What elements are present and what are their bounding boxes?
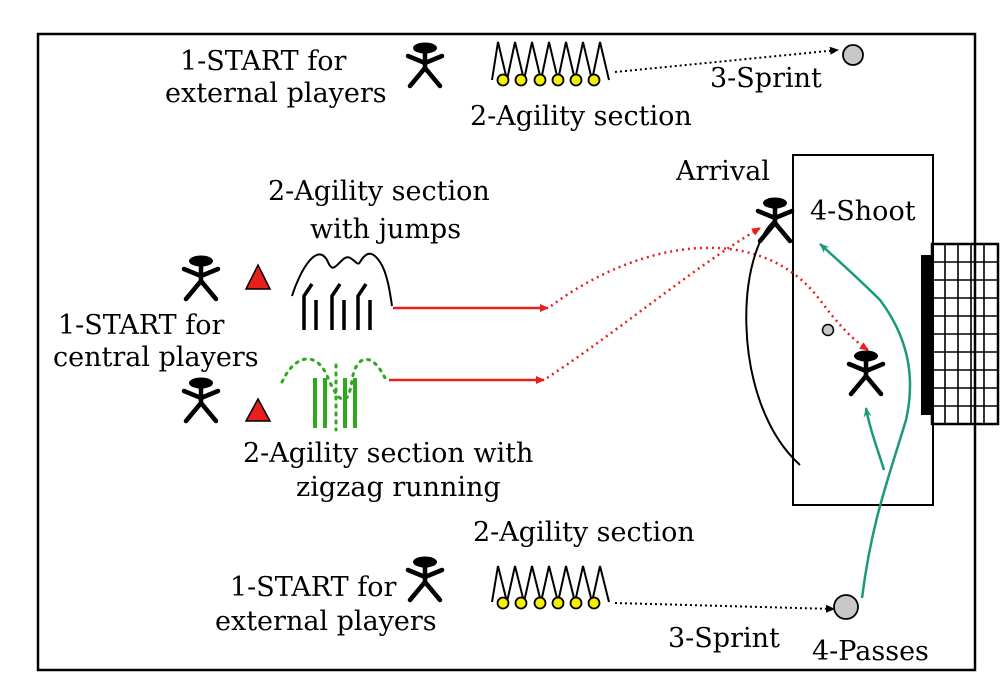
upper-run-to-shoot-path: [550, 246, 869, 352]
pass-line-to-shooter: [863, 407, 886, 471]
red-cone-upper-icon: [244, 263, 272, 290]
central-player-upper-icon: [184, 256, 218, 300]
central-player-lower-icon: [184, 378, 218, 422]
top-start-label-line2: external players: [165, 78, 387, 109]
bottom-sprint-label: 3-Sprint: [668, 623, 780, 654]
red-cone-lower-icon: [244, 397, 272, 422]
top-sprint-label: 3-Sprint: [710, 63, 822, 94]
arrival-label: Arrival: [675, 156, 770, 187]
central-start-label-line2: central players: [53, 342, 259, 373]
cone-dot: [551, 73, 565, 87]
top-agility-zigzag: [491, 41, 610, 87]
bottom-agility-zigzag: [491, 565, 610, 610]
bottom-player-icon: [408, 557, 442, 601]
cone-dot: [569, 73, 583, 87]
cone-dot: [533, 596, 547, 610]
pass-line-to-goal: [819, 243, 912, 599]
bottom-sprint-arrow: [614, 602, 835, 613]
shooter-player-icon: [849, 351, 883, 395]
penalty-spot-ball-icon: [821, 323, 835, 337]
passes-label: 4-Passes: [812, 636, 929, 667]
goal-net-icon: [921, 242, 1000, 426]
cone-dot: [496, 73, 510, 87]
shoot-label: 4-Shoot: [810, 196, 916, 227]
top-agility-label: 2-Agility section: [470, 101, 692, 132]
cone-dot: [587, 596, 601, 610]
jumps-label-line2: with jumps: [310, 214, 461, 245]
top-ball-icon: [842, 44, 864, 66]
cone-dot: [514, 596, 528, 610]
cone-dot: [514, 73, 528, 87]
zigzag-label-line2: zigzag running: [296, 472, 501, 503]
cone-dot: [551, 596, 565, 610]
jumps-hurdles: [291, 252, 393, 330]
lower-run-to-arrival-path: [546, 226, 761, 380]
zigzag-label-line1: 2-Agility section with: [243, 438, 533, 469]
central-start-label-line1: 1-START for: [58, 310, 225, 341]
bottom-ball-icon: [833, 594, 859, 620]
bottom-agility-label: 2-Agility section: [473, 517, 695, 548]
bottom-start-label-line2: external players: [215, 606, 437, 637]
arrival-curve-path: [745, 214, 801, 466]
cone-dot: [496, 596, 510, 610]
top-player-icon: [408, 43, 442, 87]
top-start-label-line1: 1-START for: [180, 46, 347, 77]
zigzag-section: [280, 357, 388, 432]
top-sprint-arrow: [614, 46, 839, 73]
cone-dot: [587, 73, 601, 87]
cone-dot: [569, 596, 583, 610]
jumps-label-line1: 2-Agility section: [268, 176, 490, 207]
bottom-start-label-line1: 1-START for: [230, 572, 397, 603]
cone-dot: [533, 73, 547, 87]
